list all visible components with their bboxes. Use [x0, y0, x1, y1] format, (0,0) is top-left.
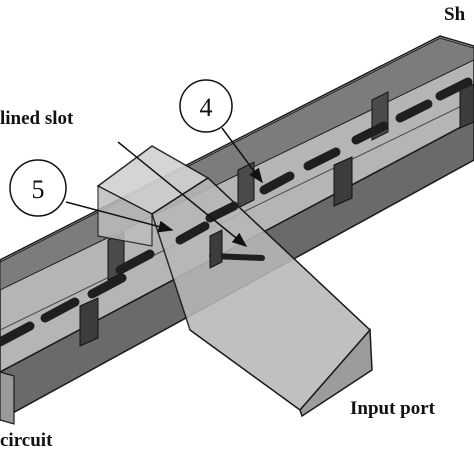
- slot: [175, 221, 210, 245]
- cross-waveguide-edge: [189, 329, 301, 411]
- post: [333, 156, 353, 207]
- coupling-post: [209, 229, 223, 269]
- slot: [435, 77, 473, 101]
- post: [459, 83, 474, 129]
- callout-5-circle: [9, 159, 67, 217]
- post: [79, 297, 99, 347]
- slot-label-leader: [117, 141, 248, 247]
- callout-4: 4: [179, 79, 263, 184]
- label-bottom-left: circuit: [0, 430, 53, 451]
- callout-4-number: 4: [200, 93, 213, 122]
- slot: [115, 249, 155, 275]
- slot: [0, 321, 35, 347]
- slot: [395, 99, 433, 123]
- callout-5: 5: [9, 159, 174, 233]
- cross-waveguide-left-face: [97, 185, 153, 247]
- label-top-right: Sh: [444, 4, 466, 25]
- callout-4-leader: [221, 127, 263, 184]
- slot: [87, 273, 127, 299]
- label-input-port: Input port: [350, 398, 436, 419]
- main-waveguide-end-face: [0, 371, 15, 425]
- slot: [303, 147, 341, 171]
- slot: [259, 171, 295, 195]
- cross-waveguide-port-face: [299, 328, 373, 418]
- slot: [205, 201, 239, 223]
- callout-5-number: 5: [32, 175, 45, 204]
- callout-5-leader: [65, 201, 174, 233]
- callout-4-circle: [179, 79, 233, 133]
- label-slot: lined slot: [0, 108, 74, 129]
- slot-group: [0, 77, 473, 347]
- slot: [351, 121, 389, 145]
- slot: [40, 297, 80, 323]
- cross-waveguide: [96, 145, 373, 418]
